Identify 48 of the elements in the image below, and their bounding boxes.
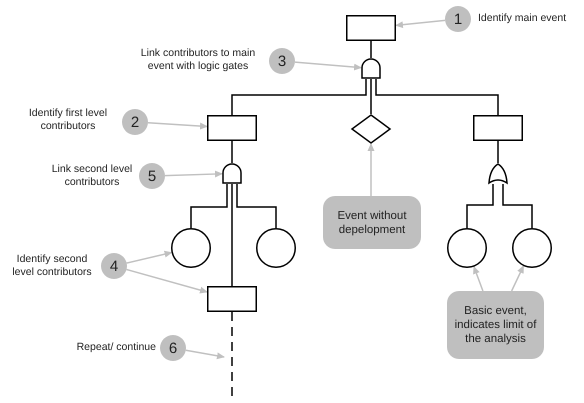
or-gate	[488, 163, 508, 184]
basic-event-circle	[256, 228, 296, 268]
connector-line	[190, 184, 228, 228]
connector-line	[236, 184, 277, 228]
undeveloped-event-diamond	[351, 114, 391, 144]
leader-arrow	[294, 61, 362, 71]
connector-line	[370, 79, 372, 114]
connector-line	[370, 41, 372, 58]
and-gate	[361, 58, 381, 79]
connector-line	[502, 184, 533, 228]
step-label: Repeat/ continue	[76, 341, 156, 354]
event-box	[346, 15, 396, 41]
note-box: Event without depelopment	[323, 196, 421, 249]
connector-line	[466, 184, 494, 228]
event-box	[207, 286, 257, 312]
callout-number: 2	[122, 109, 148, 135]
leader-arrow	[473, 266, 484, 292]
basic-event-circle	[512, 228, 552, 268]
connector-line	[375, 79, 499, 115]
callout-number: 4	[101, 253, 127, 279]
callout-number: 3	[269, 48, 295, 74]
leader-arrow	[368, 143, 374, 196]
basic-event-circle	[447, 228, 487, 268]
event-box	[473, 115, 523, 141]
leader-arrow	[164, 170, 223, 178]
connector-line	[231, 141, 233, 163]
and-gate	[222, 163, 242, 184]
leader-arrow	[395, 20, 446, 28]
leader-arrow	[186, 350, 225, 360]
callout-number: 6	[160, 335, 186, 361]
leader-arrow	[126, 268, 208, 294]
connector-line	[231, 184, 233, 286]
step-label: Link second level contributors	[50, 163, 134, 189]
step-label: Link contributors to main event with logic gates	[140, 47, 256, 73]
note-box: Basic event, indicates limit of the analysis	[447, 291, 544, 359]
callout-number: 5	[139, 163, 165, 189]
step-label: Identify second level contributors	[11, 253, 93, 279]
connector-line	[231, 79, 367, 115]
event-box	[207, 115, 257, 141]
connector-line	[497, 141, 499, 163]
leader-arrow	[126, 250, 172, 264]
callout-number: 1	[445, 6, 471, 32]
step-label: Identify main event	[478, 12, 568, 25]
leader-arrow	[148, 122, 208, 130]
basic-event-circle	[171, 228, 211, 268]
step-label: Identify first level contributors	[28, 107, 108, 133]
leader-arrow	[510, 265, 524, 292]
dashed-connector	[231, 312, 233, 399]
